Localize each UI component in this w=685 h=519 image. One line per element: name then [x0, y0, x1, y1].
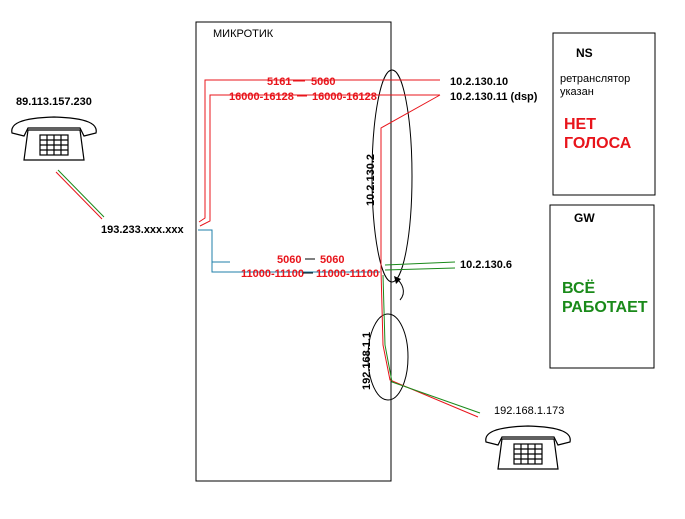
- gw-status-2: РАБОТАЕТ: [562, 299, 648, 316]
- interface-ellipse-upper: [371, 69, 413, 283]
- green-rule-lines: [382, 261, 481, 414]
- svg-text:5060: 5060: [320, 254, 344, 266]
- svg-text:5060: 5060: [311, 76, 335, 88]
- interface-label-lower: 192.168.1.1: [361, 332, 373, 390]
- wan-ip: 193.233.xxx.xxx: [101, 224, 184, 236]
- left-phone-ip: 89.113.157.230: [16, 96, 92, 108]
- interface-label-upper: 10.2.130.2: [365, 154, 377, 206]
- svg-text:10.2.130.11 (dsp): 10.2.130.11 (dsp): [450, 91, 538, 103]
- ns-note-2: указан: [560, 86, 594, 98]
- red-rule-1: 5161 5060 10.2.130.10: [267, 76, 508, 88]
- gw-status-1: ВСЁ: [562, 279, 596, 297]
- router-title: МИКРОТИК: [213, 28, 274, 40]
- svg-text:16000-16128: 16000-16128: [229, 91, 294, 103]
- gw-box: GW ВСЁ РАБОТАЕТ: [549, 204, 655, 369]
- ns-status-1: НЕТ: [564, 116, 596, 133]
- red-rule-2: 16000-16128 16000-16128 10.2.130.11 (dsp…: [229, 91, 538, 103]
- ns-status-2: ГОЛОСА: [564, 135, 632, 152]
- svg-text:11000-11100: 11000-11100: [316, 268, 379, 280]
- phone-icon-left: [11, 116, 97, 161]
- ns-title: NS: [576, 46, 593, 60]
- interface-ellipse-lower: [367, 313, 409, 401]
- red-rule-lines: [198, 79, 479, 418]
- blue-rule-2: 11000-11100 11000-11100: [241, 268, 379, 280]
- svg-text:5161: 5161: [267, 76, 291, 88]
- svg-text:11000-11100: 11000-11100: [241, 268, 304, 280]
- router-box: [195, 21, 392, 482]
- ns-note-1: ретранслятор: [560, 73, 630, 85]
- svg-text:5060: 5060: [277, 254, 301, 266]
- right-phone-ip: 192.168.1.173: [494, 405, 564, 417]
- svg-text:10.2.130.10: 10.2.130.10: [450, 76, 508, 88]
- svg-text:16000-16128: 16000-16128: [312, 91, 377, 103]
- blue-rule-lines: [198, 229, 380, 273]
- gw-title: GW: [574, 211, 595, 225]
- gw-dest-label: 10.2.130.6: [460, 259, 512, 271]
- link-arrow-head: [394, 276, 401, 284]
- left-phone-cable: [55, 169, 105, 220]
- ns-box: NS ретранслятор указан НЕТ ГОЛОСА: [552, 32, 656, 196]
- phone-icon-right: [485, 425, 571, 470]
- blue-rule-1: 5060 5060: [277, 254, 344, 266]
